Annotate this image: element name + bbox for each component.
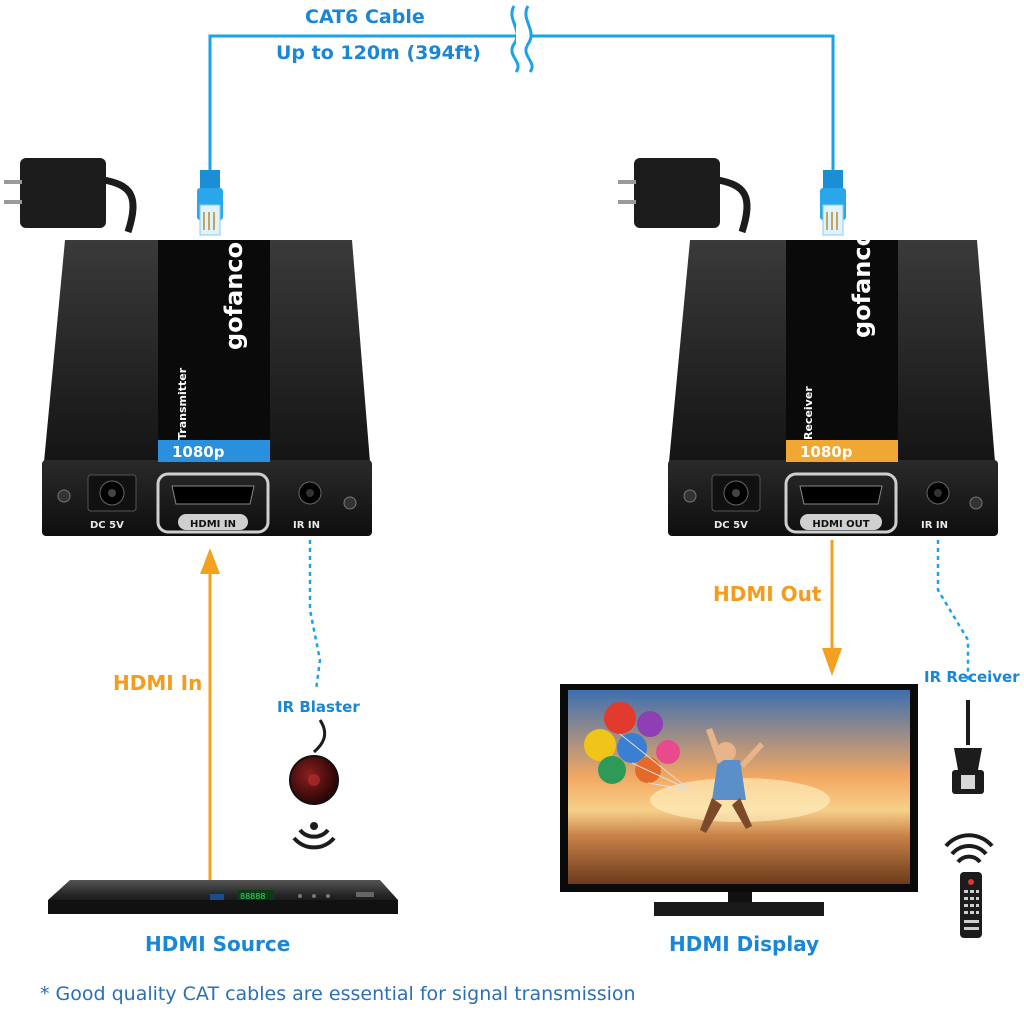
ir-receiver-line (936, 540, 970, 680)
receiver-port-dc: DC 5V (714, 520, 748, 531)
ir-blaster-icon (289, 719, 339, 805)
balloons (584, 702, 691, 791)
ir-receiver-icon (952, 700, 984, 794)
child-figure (700, 728, 764, 833)
blu-ray-player-icon: 88888 (48, 880, 398, 914)
transmitter-port-dc: DC 5V (90, 520, 124, 531)
svg-text:88888: 88888 (240, 892, 265, 901)
cat6-cable (208, 5, 835, 180)
hdmi-in-arrow (200, 548, 220, 880)
transmitter-port-ir: IR IN (293, 520, 320, 531)
receiver-brand: gofanco (848, 230, 876, 338)
transmitter-resolution-badge (158, 440, 270, 462)
cable-title: CAT6 Cable (305, 6, 425, 28)
hdmi-source-label: HDMI Source (145, 932, 291, 956)
transmitter-resolution: 1080p (172, 443, 225, 461)
footnote: * Good quality CAT cables are essential … (40, 983, 636, 1005)
wireless-signal-icon (292, 822, 336, 850)
cable-range: Up to 120m (394ft) (276, 42, 481, 64)
rj45-plug-icon (197, 170, 223, 236)
transmitter-box (42, 240, 372, 536)
tv-display-icon (560, 684, 918, 916)
ir-blaster-label: IR Blaster (277, 698, 360, 716)
remote-control-icon (960, 872, 982, 938)
power-adapter-icon (618, 158, 751, 234)
ir-receiver-label: IR Receiver (924, 668, 1020, 686)
receiver-port-hdmi: HDMI OUT (812, 519, 869, 530)
rj45-plug-icon (820, 170, 846, 236)
receiver-resolution: 1080p (800, 443, 853, 461)
ir-blaster-line (308, 540, 322, 691)
wireless-signal-icon (944, 833, 994, 864)
hdmi-out-label: HDMI Out (713, 582, 822, 606)
hdmi-in-label: HDMI In (113, 671, 203, 695)
receiver-resolution-badge (786, 440, 898, 462)
hdmi-out-arrow (822, 540, 842, 676)
transmitter-model-label: Transmitter (176, 367, 189, 440)
receiver-port-ir: IR IN (921, 520, 948, 531)
receiver-box (668, 240, 998, 536)
power-adapter-icon (4, 158, 137, 234)
receiver-model-label: Receiver (802, 386, 815, 440)
hdmi-display-label: HDMI Display (669, 932, 820, 956)
transmitter-brand: gofanco (220, 242, 248, 350)
transmitter-port-hdmi: HDMI IN (190, 519, 236, 530)
